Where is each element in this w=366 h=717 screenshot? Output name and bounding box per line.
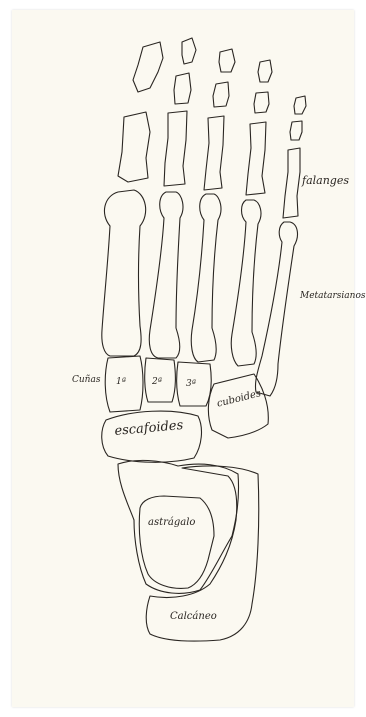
metatarsal-2	[149, 192, 183, 358]
toe-4-phalanges	[246, 60, 272, 195]
toe-4-middle-phalanx	[254, 92, 269, 113]
label-metatarsianos: Metatarsianos	[300, 292, 366, 301]
label-falanges: falanges	[302, 175, 349, 186]
toe-3-distal-phalanx	[219, 49, 235, 72]
label-calcaneo: Calcáneo	[170, 612, 217, 622]
metatarsal-4	[231, 200, 261, 366]
toe-5-distal-phalanx	[294, 96, 306, 114]
toe-3-proximal-phalanx	[204, 116, 224, 190]
label-cuna-1: 1ª	[116, 378, 126, 387]
hallux-distal-phalanx	[133, 42, 163, 92]
toe-4-proximal-phalanx	[246, 122, 266, 195]
label-cuna-2: 2ª	[152, 378, 162, 387]
toe-3-middle-phalanx	[213, 82, 229, 107]
talus-inner-contour	[139, 496, 214, 588]
hallux-proximal-phalanx	[118, 112, 150, 182]
toe-3-phalanges	[204, 49, 235, 190]
toe-2-phalanges	[164, 38, 196, 186]
toe-4-distal-phalanx	[258, 60, 272, 82]
toe-1-phalanges	[118, 42, 163, 182]
toe-2-middle-phalanx	[174, 73, 191, 104]
toe-2-distal-phalanx	[182, 38, 196, 64]
metatarsal-3	[191, 194, 221, 362]
label-cunas: Cuñas	[72, 376, 100, 385]
toe-5-middle-phalanx	[290, 121, 302, 140]
metatarsals	[102, 190, 298, 396]
toe-5-proximal-phalanx	[283, 148, 300, 218]
toe-2-proximal-phalanx	[164, 111, 187, 186]
label-astragalo: astrágalo	[148, 518, 195, 528]
metatarsal-5	[255, 222, 297, 396]
metatarsal-1	[102, 190, 146, 356]
toe-5-phalanges	[283, 96, 306, 218]
label-cuna-3: 3ª	[186, 380, 196, 389]
